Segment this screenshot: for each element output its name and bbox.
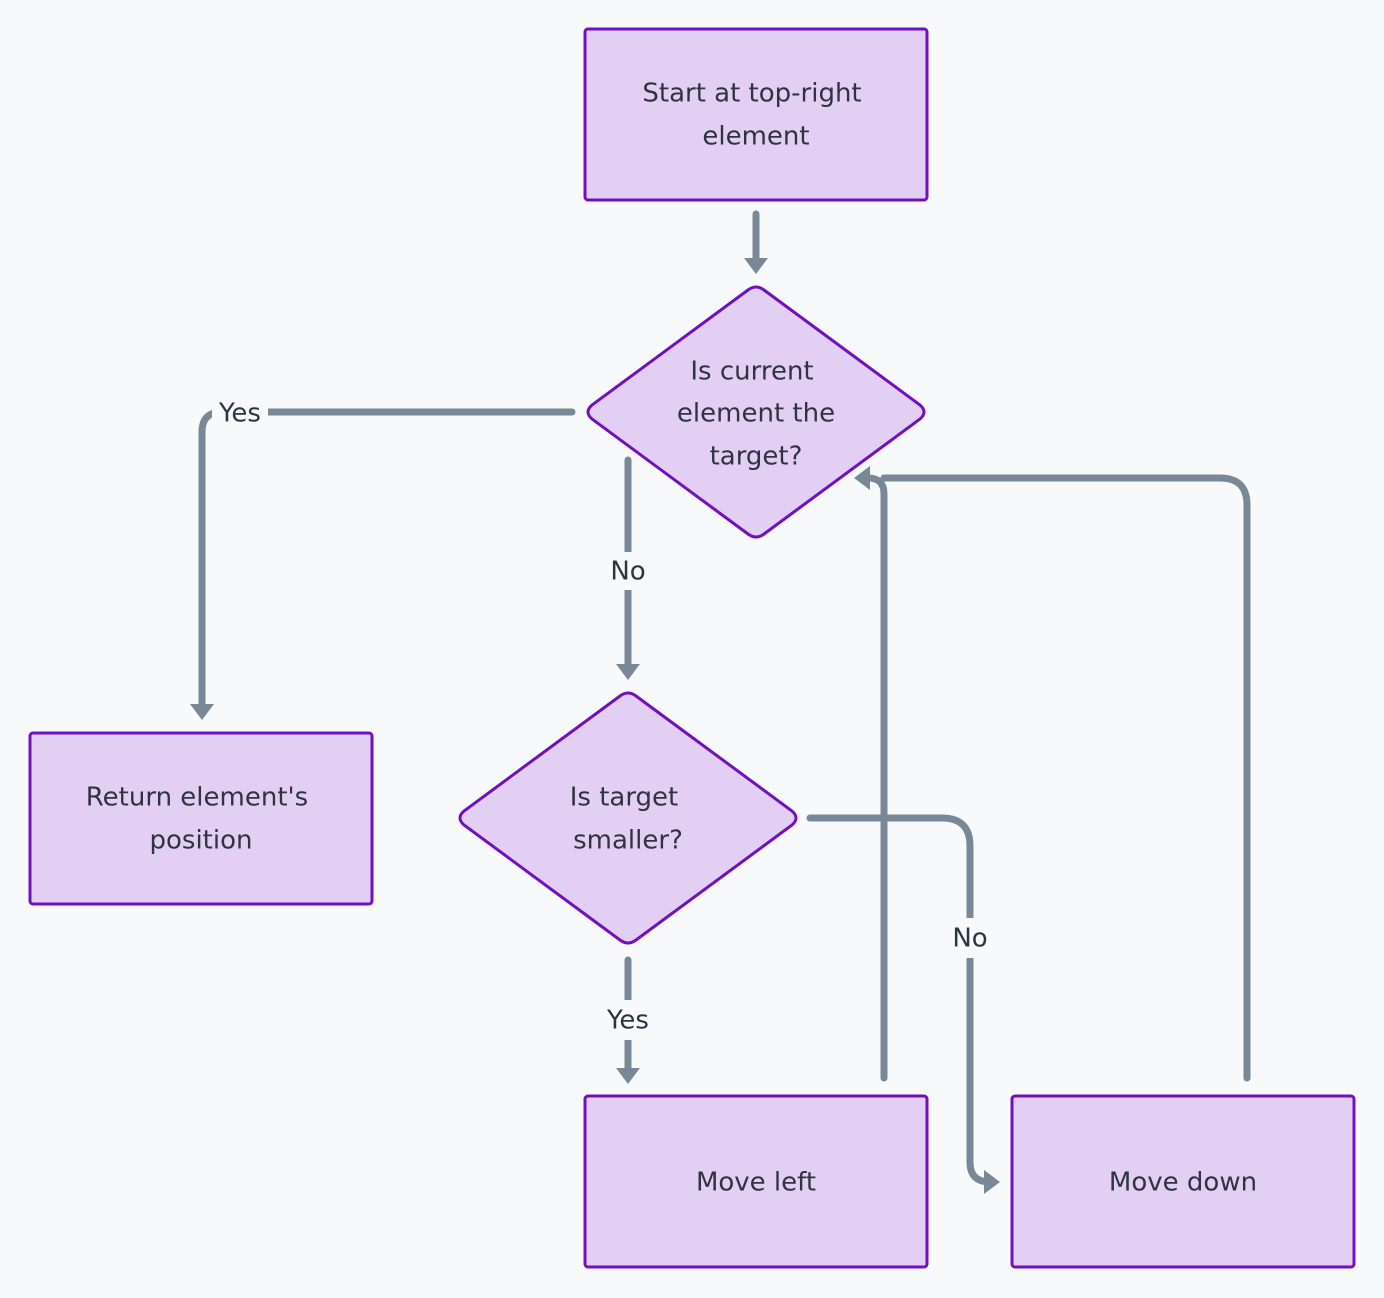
edge-label-no-down: No: [946, 918, 994, 958]
decision-is-target-label-line-3: target?: [710, 442, 803, 472]
move-left-node: Move left: [583, 1094, 929, 1269]
edge-label-yes-return: Yes: [212, 396, 268, 430]
decision-is-smaller: Is target smaller?: [458, 691, 798, 945]
edge-target-yes: [190, 408, 576, 720]
edge-label-text: No: [610, 557, 645, 587]
decision-is-target-label-line-2: element the: [677, 399, 835, 429]
edge-left-loop: [854, 466, 888, 1082]
decision-is-target: Is current element the target?: [586, 285, 926, 539]
return-position-label-line-1: Return element's: [86, 783, 308, 813]
decision-is-smaller-label-line-1: Is target: [570, 783, 679, 813]
edge-down-loop: [880, 474, 1251, 1082]
decision-is-target-label-line-1: Is current: [690, 357, 813, 387]
return-position-node: Return element's position: [28, 731, 374, 906]
return-position-label-line-2: position: [150, 826, 253, 856]
edge-label-no-smaller: No: [604, 552, 652, 590]
decision-is-smaller-label-line-2: smaller?: [573, 826, 683, 856]
start-node-label-line-1: Start at top-right: [642, 79, 861, 109]
start-node: Start at top-right element: [583, 27, 929, 202]
edge-label-text: Yes: [218, 399, 261, 429]
edge-label-text: No: [952, 924, 987, 954]
edge-label-text: Yes: [606, 1006, 649, 1036]
move-down-label: Move down: [1109, 1168, 1257, 1198]
start-node-label-line-2: element: [702, 122, 809, 152]
move-left-label: Move left: [696, 1168, 816, 1198]
edge-label-yes-left: Yes: [600, 1000, 656, 1040]
edge-start-to-decision: [744, 210, 768, 274]
edge-smaller-no: [806, 814, 1000, 1194]
move-down-node: Move down: [1010, 1094, 1356, 1269]
